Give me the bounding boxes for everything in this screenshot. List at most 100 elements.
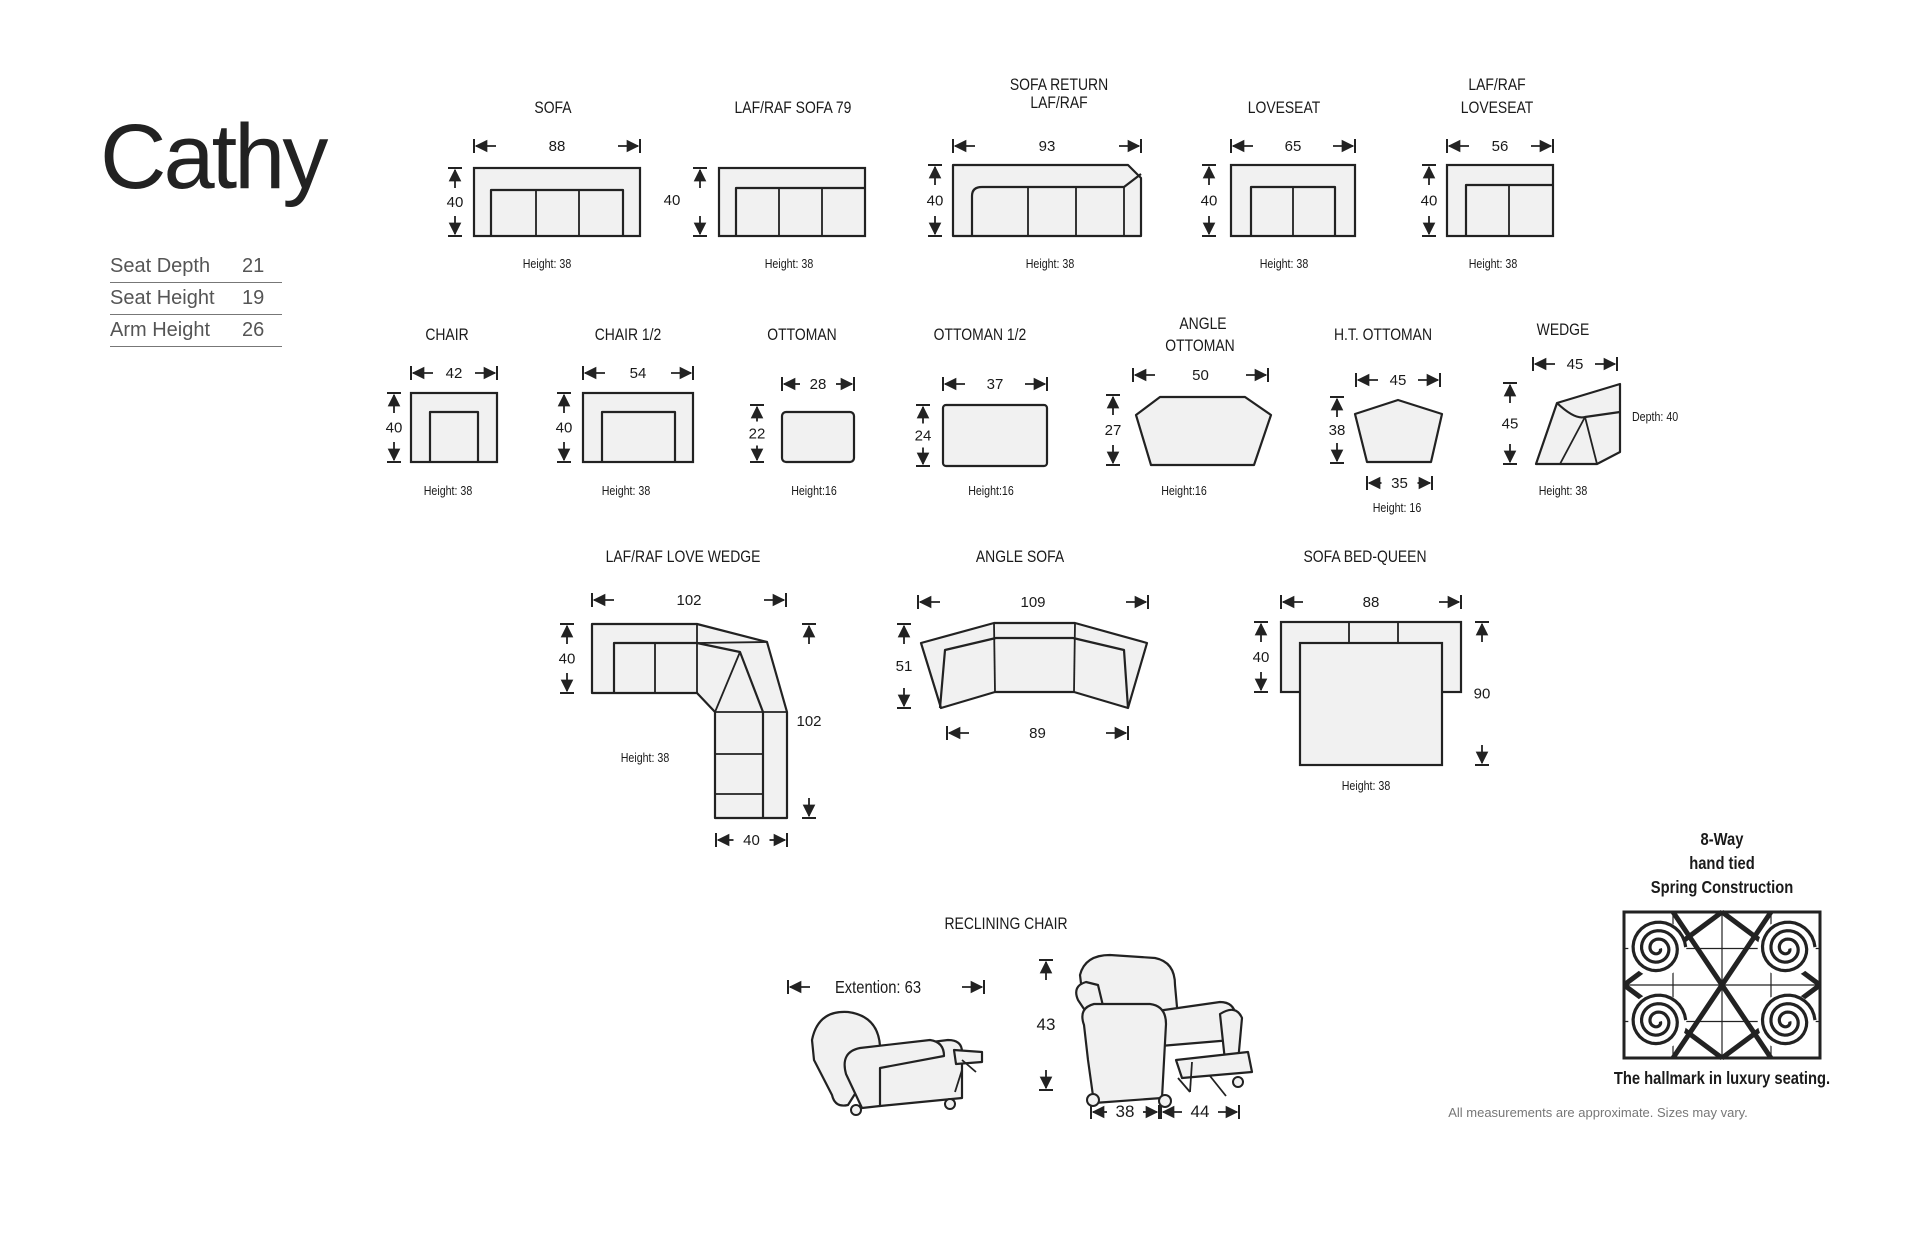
spec-value: 26 [242, 319, 265, 341]
dimension-label: 50 [1192, 367, 1209, 384]
recliner-front-footrest [1174, 1050, 1254, 1080]
width-dimension: 54 [582, 365, 694, 382]
brand-title: Cathy [100, 106, 328, 208]
extension-label: Extention: 63 [835, 978, 921, 998]
piece-name: H.T. OTTOMAN [1334, 326, 1432, 345]
dimension-label: 38 [1329, 422, 1346, 439]
piece-name: SOFA [534, 99, 572, 118]
depth-dimension: 51 [896, 623, 912, 709]
piece-height: Height:16 [1161, 483, 1207, 498]
depth-dimension: 45 [1502, 382, 1518, 465]
dimension-label: 43 [1037, 1015, 1056, 1034]
dimension-label: 40 [1201, 193, 1218, 210]
depth-dimension: 40 [1201, 164, 1218, 237]
piece-name: CHAIR [425, 326, 468, 345]
angle-ottoman-outline [1134, 395, 1273, 467]
depth-dimension: 38 [1329, 396, 1346, 464]
sofa-return-outline [951, 163, 1143, 238]
outline-line [1177, 1077, 1191, 1093]
dimension-label: 102 [676, 592, 701, 609]
dimension-label: 42 [446, 365, 463, 382]
dimension-label: 102 [796, 713, 821, 730]
depth-dimension: 40 [447, 167, 463, 237]
dimension-label: 40 [386, 420, 403, 437]
dimension-label: 40 [559, 651, 576, 668]
laf-raf-sofa-outline [717, 166, 867, 238]
piece-name: LAF/RAF [1030, 94, 1087, 113]
depth-dimension: 27 [1105, 394, 1122, 466]
width-dimension: 88 [1280, 594, 1462, 611]
outline-line [1559, 416, 1586, 465]
dimension-label: 38 [1116, 1102, 1135, 1121]
dimension-label: 90 [1474, 686, 1491, 703]
width-dimension: 45 [1532, 356, 1618, 373]
width-dimension: 42 [410, 365, 498, 382]
piece-name: OTTOMAN [1165, 337, 1234, 356]
tie-cord [1670, 910, 1774, 1060]
depth-dimension: 22 [749, 404, 765, 463]
piece-name: CHAIR 1/2 [595, 326, 662, 345]
outline-line [714, 651, 741, 713]
piece-name: ANGLE SOFA [976, 548, 1065, 567]
piece-height: Height: 38 [523, 256, 572, 271]
spring-coil [1631, 993, 1688, 1046]
outline-line [993, 622, 996, 693]
depth-dimension: 40 [1421, 164, 1437, 237]
piece-name: OTTOMAN 1/2 [934, 326, 1027, 345]
dimension-label: 40 [927, 193, 944, 210]
piece-height: Height: 38 [1026, 256, 1075, 271]
spring-coil [1760, 920, 1817, 973]
chair-back [428, 410, 480, 462]
width-dimension: 89 [946, 725, 1129, 742]
piece-height: Height: 38 [765, 256, 814, 271]
sofa-outline [472, 166, 642, 238]
laf-raf-loveseat-outline [1445, 163, 1555, 238]
disclaimer: All measurements are approximate. Sizes … [1448, 1105, 1748, 1120]
piece-name: LOVESEAT [1461, 99, 1534, 118]
dimension-label: 45 [1390, 372, 1407, 389]
laf-raf-loveseat-back [1464, 183, 1553, 236]
depth-dimension: 40 [1253, 621, 1269, 693]
width-dimension: 88 [473, 138, 641, 155]
outline-line [961, 1059, 977, 1073]
outline-line [696, 641, 768, 644]
spec-row-seat-height: Seat Height 19 [110, 284, 282, 315]
spec-value: 19 [242, 287, 265, 309]
angle-sofa-outline [919, 621, 1149, 710]
recliner-front-arm [1081, 1002, 1168, 1105]
depth-dimension: 24 [915, 404, 931, 467]
depth-dimension: 40 [927, 164, 944, 237]
ht-ottoman-outline [1353, 398, 1444, 464]
depth-dimension: 102 [796, 623, 822, 819]
width-dimension: 35 [1366, 475, 1433, 492]
recliner-foot [944, 1098, 956, 1110]
recliner-foot [1232, 1076, 1244, 1088]
dimension-label: 44 [1191, 1102, 1210, 1121]
outline-line [954, 1069, 963, 1093]
piece-name: LOVESEAT [1248, 99, 1321, 118]
spec-row-seat-depth: Seat Depth 21 [110, 252, 282, 283]
width-dimension: 45 [1355, 372, 1441, 389]
piece-height: Height:16 [968, 483, 1014, 498]
piece-name: OTTOMAN [767, 326, 836, 345]
sofa-back [489, 188, 625, 236]
dimension-label: 56 [1492, 138, 1509, 155]
width-dimension: 44 [1160, 1102, 1240, 1121]
outline-line [1209, 1075, 1227, 1097]
sofa-bed-mattress [1298, 641, 1444, 767]
piece-height: Height: 38 [621, 750, 670, 765]
angle-sofa-back [938, 636, 1130, 709]
dimension-label: 28 [810, 376, 827, 393]
recliner-side-footrest [952, 1048, 984, 1066]
depth-dimension [693, 167, 707, 237]
dimension-label: 27 [1105, 422, 1122, 439]
piece-height: Height: 38 [1260, 256, 1309, 271]
